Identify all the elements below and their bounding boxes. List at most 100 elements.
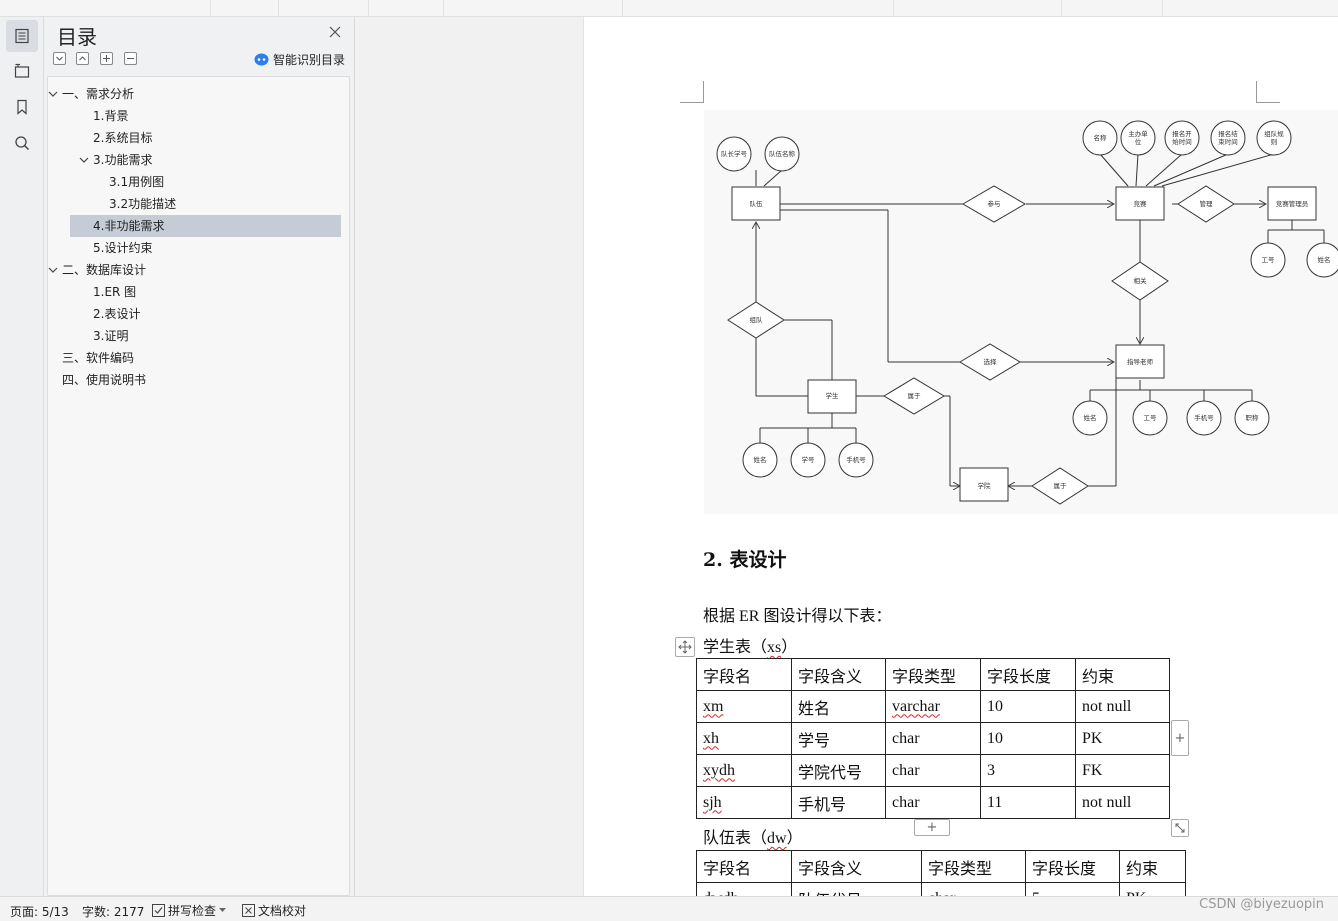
cell-text: dwdh bbox=[703, 890, 739, 897]
toc-item[interactable]: 2.系统目标 bbox=[48, 127, 348, 149]
table-cell[interactable]: char bbox=[885, 754, 981, 787]
table-header-cell[interactable]: 字段类型 bbox=[921, 850, 1026, 883]
add-row-icon[interactable]: + bbox=[914, 819, 950, 836]
toc-item[interactable]: 3.证明 bbox=[48, 325, 348, 347]
chevron-down-icon[interactable] bbox=[79, 149, 91, 171]
svg-text:始时间: 始时间 bbox=[1172, 137, 1192, 146]
svg-text:相关: 相关 bbox=[1134, 276, 1148, 285]
table-cell[interactable]: 11 bbox=[980, 786, 1076, 819]
table-cell[interactable]: dwdh bbox=[696, 882, 792, 897]
chevron-down-icon[interactable] bbox=[48, 259, 60, 281]
toolbar-divider bbox=[368, 0, 369, 17]
table-header-cell[interactable]: 字段名 bbox=[696, 850, 792, 883]
toc-item[interactable]: 3.功能需求 bbox=[48, 149, 348, 171]
navigation-pane-icon[interactable] bbox=[6, 55, 38, 87]
toc-item[interactable]: 2.表设计 bbox=[48, 303, 348, 325]
table-cell[interactable]: char bbox=[885, 722, 981, 755]
table-cell[interactable]: sjh bbox=[696, 786, 792, 819]
table-header-cell[interactable]: 字段长度 bbox=[980, 658, 1076, 691]
toc-panel-icon[interactable] bbox=[6, 20, 38, 52]
toc-item[interactable]: 二、数据库设计 bbox=[48, 259, 348, 281]
table-header-cell[interactable]: 字段名 bbox=[696, 658, 792, 691]
add-column-icon[interactable]: + bbox=[1171, 720, 1189, 756]
svg-text:报名结: 报名结 bbox=[1218, 129, 1238, 138]
workspace-background bbox=[355, 17, 584, 896]
page-indicator[interactable]: 页面: 5/13 bbox=[10, 905, 69, 919]
table-cell[interactable]: varchar bbox=[885, 690, 981, 723]
toc-item-label: 3.证明 bbox=[93, 329, 129, 343]
table-cell[interactable]: 10 bbox=[980, 690, 1076, 723]
toc-item[interactable]: 1.ER 图 bbox=[48, 281, 348, 303]
spell-check-button[interactable]: 拼写检查 bbox=[152, 902, 227, 919]
close-icon[interactable] bbox=[328, 24, 342, 38]
remove-heading-icon[interactable] bbox=[124, 52, 137, 65]
table-caption-student: 学生表（xs） bbox=[703, 633, 797, 657]
status-bar: 页面: 5/13 字数: 2177 拼写检查 文档校对 CSDN @biyezu… bbox=[0, 896, 1338, 921]
table-cell[interactable]: xh bbox=[696, 722, 792, 755]
table-cell[interactable]: not null bbox=[1075, 786, 1170, 819]
resize-table-icon[interactable] bbox=[1171, 819, 1189, 837]
search-icon[interactable] bbox=[6, 127, 38, 159]
table-cell[interactable]: PK bbox=[1075, 722, 1170, 755]
cell-text: 10 bbox=[987, 729, 1003, 747]
table-cell[interactable]: 姓名 bbox=[791, 690, 886, 723]
table-cell[interactable]: 5 bbox=[1025, 882, 1120, 896]
toc-item[interactable]: 1.背景 bbox=[48, 105, 348, 127]
table-header-cell[interactable]: 约束 bbox=[1075, 658, 1170, 691]
toc-item[interactable]: 四、使用说明书 bbox=[48, 369, 348, 391]
table-move-handle[interactable] bbox=[675, 637, 695, 657]
toc-item-label: 2.系统目标 bbox=[93, 131, 153, 145]
collapse-all-icon[interactable] bbox=[76, 52, 89, 65]
toc-item-label: 三、软件编码 bbox=[62, 351, 135, 365]
cell-text: 3 bbox=[987, 761, 995, 779]
toc-item-label: 四、使用说明书 bbox=[62, 373, 147, 387]
table-cell[interactable]: 3 bbox=[980, 754, 1076, 787]
table-cell[interactable]: char bbox=[885, 786, 981, 819]
toc-item[interactable]: 一、需求分析 bbox=[48, 83, 348, 105]
expand-all-icon[interactable] bbox=[53, 52, 66, 65]
toc-item[interactable]: 3.2功能描述 bbox=[48, 193, 348, 215]
svg-text:选择: 选择 bbox=[984, 357, 998, 366]
table-cell[interactable]: char bbox=[921, 882, 1026, 896]
table-cell[interactable]: 学号 bbox=[791, 722, 886, 755]
caption-text: ） bbox=[781, 639, 798, 656]
toc-item-label: 一、需求分析 bbox=[62, 87, 135, 101]
add-heading-icon[interactable] bbox=[100, 52, 113, 65]
proofread-label: 文档校对 bbox=[258, 904, 307, 918]
proofread-button[interactable]: 文档校对 bbox=[242, 902, 306, 919]
table-header-cell[interactable]: 字段长度 bbox=[1025, 850, 1120, 883]
table-cell[interactable]: not null bbox=[1075, 690, 1170, 723]
table-cell[interactable]: 队伍代号 bbox=[791, 882, 922, 896]
table-cell[interactable]: xydh bbox=[696, 754, 792, 787]
table-cell[interactable]: 10 bbox=[980, 722, 1076, 755]
table-cell[interactable]: 学院代号 bbox=[791, 754, 886, 787]
smart-toc-label: 智能识别目录 bbox=[273, 52, 346, 67]
svg-text:学生: 学生 bbox=[826, 391, 840, 400]
toc-item[interactable]: 4.非功能需求 bbox=[70, 215, 341, 237]
word-count[interactable]: 字数: 2177 bbox=[82, 905, 145, 919]
toc-item-label: 二、数据库设计 bbox=[62, 263, 147, 277]
table-cell[interactable]: xm bbox=[696, 690, 792, 723]
toc-item[interactable]: 3.1用例图 bbox=[48, 171, 348, 193]
cell-text: 学院代号 bbox=[798, 764, 863, 782]
toc-item[interactable]: 三、软件编码 bbox=[48, 347, 348, 369]
table-header-cell[interactable]: 字段含义 bbox=[791, 850, 922, 883]
svg-text:队伍: 队伍 bbox=[750, 199, 764, 208]
bookmark-icon[interactable] bbox=[6, 91, 38, 123]
proofread-icon bbox=[242, 904, 255, 917]
svg-text:组队: 组队 bbox=[750, 315, 764, 324]
table-header-cell[interactable]: 约束 bbox=[1119, 850, 1186, 883]
table-cell[interactable]: PK bbox=[1119, 882, 1186, 896]
toc-item[interactable]: 5.设计约束 bbox=[48, 237, 348, 259]
table-cell[interactable]: FK bbox=[1075, 754, 1170, 787]
svg-text:手机号: 手机号 bbox=[846, 455, 866, 464]
table-header-cell[interactable]: 字段类型 bbox=[885, 658, 981, 691]
chevron-down-icon[interactable] bbox=[48, 83, 60, 105]
table-cell[interactable]: 手机号 bbox=[791, 786, 886, 819]
table-header-cell[interactable]: 字段含义 bbox=[791, 658, 886, 691]
smart-toc-button[interactable]: 智能识别目录 bbox=[254, 51, 345, 67]
